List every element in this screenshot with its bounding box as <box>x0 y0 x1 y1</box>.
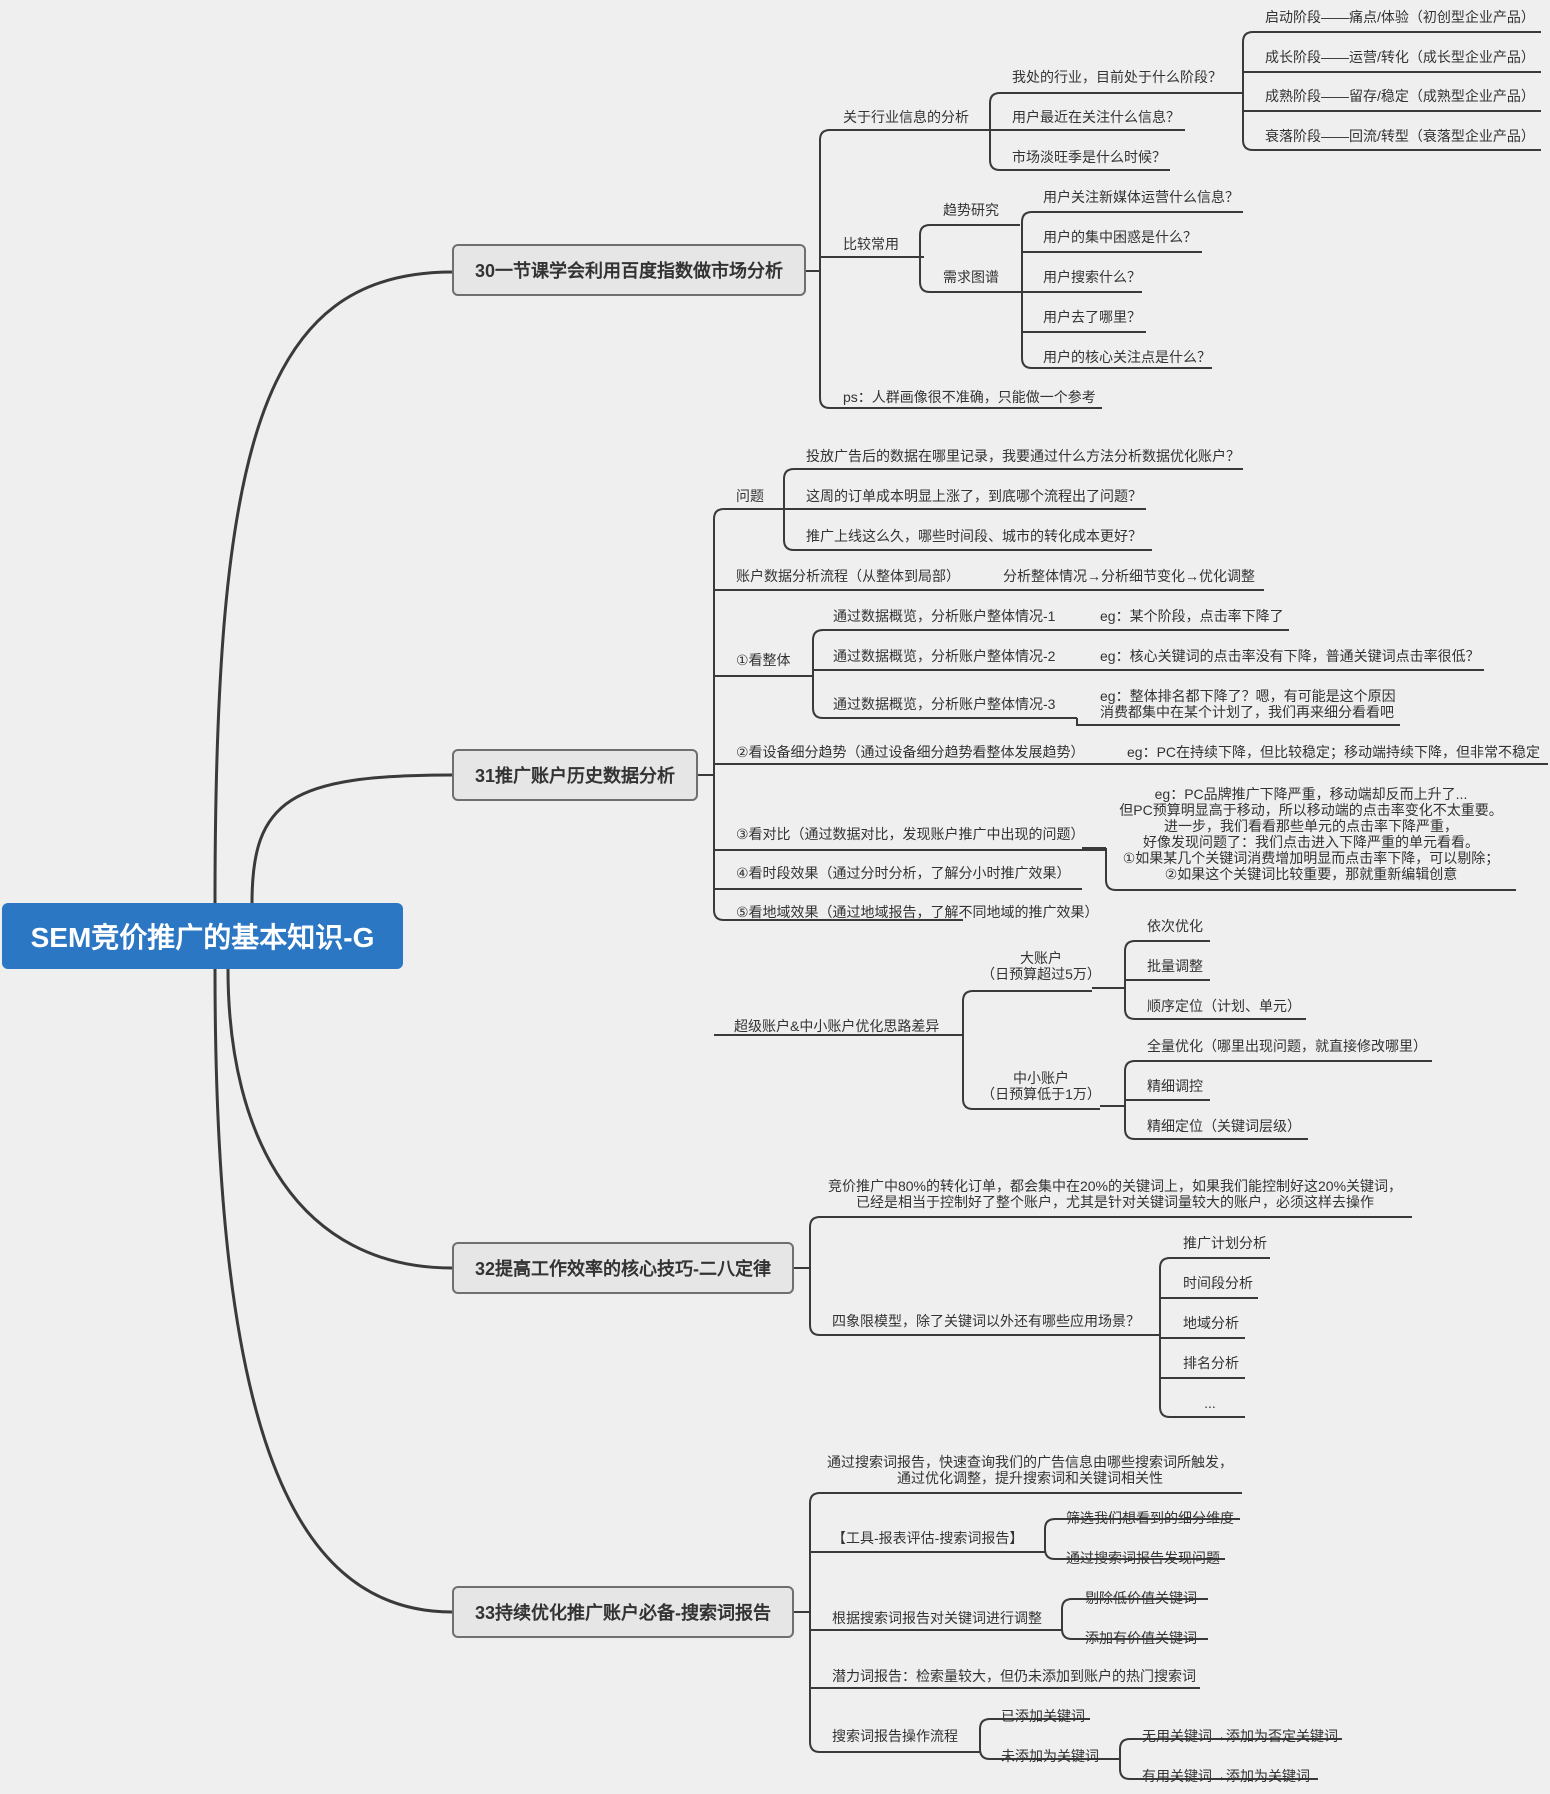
node-whole-3-eg-line2[interactable]: 消费都集中在某个计划了，我们再来细分看看吧 <box>1100 704 1394 720</box>
node-tool-2[interactable]: 通过搜索词报告发现问题 <box>1066 1550 1220 1566</box>
node-small-1[interactable]: 全量优化（哪里出现问题，就直接修改哪里） <box>1147 1038 1427 1054</box>
node-quadrant-5[interactable]: ... <box>1204 1395 1216 1411</box>
node-compare-eg-3[interactable]: 进一步，我们看看那些单元的点击率下降严重， <box>1164 818 1458 834</box>
node-big-1[interactable]: 依次优化 <box>1147 918 1203 934</box>
node-whole-1-eg[interactable]: eg：某个阶段，点击率下降了 <box>1100 608 1284 624</box>
node-trend-research[interactable]: 趋势研究 <box>943 202 999 218</box>
node-stage-decline[interactable]: 衰落阶段——回流/转型（衰落型企业产品） <box>1265 128 1535 144</box>
node-compare-eg-5[interactable]: ①如果某几个关键词消费增加明显而点击率下降，可以剔除； <box>1122 850 1500 866</box>
node-whole-3-eg-line1[interactable]: eg：整体排名都下降了？嗯，有可能是这个原因 <box>1100 688 1396 704</box>
node-look-whole[interactable]: ①看整体 <box>736 652 791 668</box>
node-small-3[interactable]: 精细定位（关键词层级） <box>1147 1118 1301 1134</box>
node-adjust-1[interactable]: 剔除低价值关键词 <box>1085 1590 1197 1606</box>
node-not-added-1[interactable]: 无用关键词→添加为否定关键词 <box>1142 1728 1338 1744</box>
node-big-2[interactable]: 批量调整 <box>1147 958 1203 974</box>
node-adjust-keywords[interactable]: 根据搜索词报告对关键词进行调整 <box>832 1610 1042 1626</box>
topic-33[interactable]: 33持续优化推广账户必备-搜索词报告 <box>452 1586 794 1638</box>
node-device-trend[interactable]: ②看设备细分趋势（通过设备细分趋势看整体发展趋势） <box>736 744 1085 760</box>
node-quadrant-4[interactable]: 排名分析 <box>1183 1355 1239 1371</box>
node-ps-note[interactable]: ps：人群画像很不准确，只能做一个参考 <box>843 389 1096 405</box>
node-stage-mature[interactable]: 成熟阶段——留存/稳定（成熟型企业产品） <box>1265 88 1535 104</box>
node-region-effect[interactable]: ⑤看地域效果（通过地域报告，了解不同地域的推广效果） <box>736 904 1099 920</box>
node-analysis-flow-detail[interactable]: 分析整体情况→分析细节变化→优化调整 <box>1003 568 1255 584</box>
topic-32[interactable]: 32提高工作效率的核心技巧-二八定律 <box>452 1242 794 1294</box>
node-demand-3[interactable]: 用户搜索什么？ <box>1043 269 1141 285</box>
node-search-report-intro-1[interactable]: 通过搜索词报告，快速查询我们的广告信息由哪些搜索词所触发， <box>827 1454 1233 1470</box>
node-whole-1[interactable]: 通过数据概览，分析账户整体情况-1 <box>833 608 1056 624</box>
node-quadrant-1[interactable]: 推广计划分析 <box>1183 1235 1267 1251</box>
node-demand-4[interactable]: 用户去了哪里？ <box>1043 309 1141 325</box>
node-quadrant-model[interactable]: 四象限模型，除了关键词以外还有哪些应用场景？ <box>832 1313 1140 1329</box>
root-node[interactable]: SEM竞价推广的基本知识-G <box>2 903 403 969</box>
node-demand-1[interactable]: 用户关注新媒体运营什么信息？ <box>1043 189 1239 205</box>
topic-30[interactable]: 30一节课学会利用百度指数做市场分析 <box>452 244 806 296</box>
node-whole-2-eg[interactable]: eg：核心关键词的点击率没有下降，普通关键词点击率很低？ <box>1100 648 1480 664</box>
node-whole-3[interactable]: 通过数据概览，分析账户整体情况-3 <box>833 696 1056 712</box>
node-compare-eg-1[interactable]: eg：PC品牌推广下降严重，移动端却反而上升了... <box>1154 786 1468 802</box>
node-commonly-used[interactable]: 比较常用 <box>843 236 899 252</box>
node-compare[interactable]: ③看对比（通过数据对比，发现账户推广中出现的问题） <box>736 826 1085 842</box>
node-big-3[interactable]: 顺序定位（计划、单元） <box>1147 998 1301 1014</box>
node-stage-startup[interactable]: 启动阶段——痛点/体验（初创型企业产品） <box>1265 9 1535 25</box>
topic-31[interactable]: 31推广账户历史数据分析 <box>452 749 698 801</box>
node-potential-report[interactable]: 潜力词报告：检索量较大，但仍未添加到账户的热门搜索词 <box>832 1668 1196 1684</box>
node-tool-1[interactable]: 筛选我们想看到的细分维度 <box>1066 1510 1234 1526</box>
node-big-account[interactable]: 大账户 <box>1020 950 1062 966</box>
node-compare-eg-4[interactable]: 好像发现问题了：我们点击进入下降严重的单元看看。 <box>1143 834 1479 850</box>
node-adjust-2[interactable]: 添加有价值关键词 <box>1085 1630 1197 1646</box>
node-compare-eg-6[interactable]: ②如果这个关键词比较重要，那就重新编辑创意 <box>1164 866 1458 882</box>
node-industry-stage-question[interactable]: 我处的行业，目前处于什么阶段？ <box>1012 69 1222 85</box>
node-whole-2[interactable]: 通过数据概览，分析账户整体情况-2 <box>833 648 1056 664</box>
node-account-diff[interactable]: 超级账户&中小账户优化思路差异 <box>734 1018 940 1034</box>
node-device-trend-eg[interactable]: eg：PC在持续下降，但比较稳定；移动端持续下降，但非常不稳定 <box>1127 744 1541 760</box>
node-compare-eg-2[interactable]: 但PC预算明显高于移动，所以移动端的点击率变化不太重要。 <box>1119 802 1503 818</box>
node-pareto-rule-1[interactable]: 竞价推广中80%的转化订单，都会集中在20%的关键词上，如果我们能控制好这20%… <box>827 1178 1403 1194</box>
node-small-2[interactable]: 精细调控 <box>1147 1078 1203 1094</box>
node-time-effect[interactable]: ④看时段效果（通过分时分析，了解分小时推广效果） <box>736 865 1071 881</box>
node-tool-path[interactable]: 【工具-报表评估-搜索词报告】 <box>832 1530 1024 1546</box>
node-demand-2[interactable]: 用户的集中困惑是什么？ <box>1043 229 1197 245</box>
node-quadrant-2[interactable]: 时间段分析 <box>1183 1275 1253 1291</box>
node-stage-growth[interactable]: 成长阶段——运营/转化（成长型企业产品） <box>1265 49 1535 65</box>
node-process[interactable]: 搜索词报告操作流程 <box>832 1728 958 1744</box>
node-big-account-budget[interactable]: （日预算超过5万） <box>981 966 1101 982</box>
node-search-report-intro-2[interactable]: 通过优化调整，提升搜索词和关键词相关性 <box>897 1470 1163 1486</box>
node-quadrant-3[interactable]: 地域分析 <box>1183 1315 1239 1331</box>
node-problem-3[interactable]: 推广上线这么久，哪些时间段、城市的转化成本更好？ <box>806 528 1142 544</box>
node-pareto-rule-2[interactable]: 已经是相当于控制好了整个账户，尤其是针对关键词量较大的账户，必须这样去操作 <box>856 1194 1374 1210</box>
node-not-added-keywords[interactable]: 未添加为关键词 <box>1001 1748 1099 1764</box>
node-small-account[interactable]: 中小账户 <box>1013 1070 1069 1086</box>
node-problem[interactable]: 问题 <box>736 488 764 504</box>
node-added-keywords[interactable]: 已添加关键词 <box>1001 1708 1085 1724</box>
node-small-account-budget[interactable]: （日预算低于1万） <box>981 1086 1101 1102</box>
node-analysis-flow[interactable]: 账户数据分析流程（从整体到局部） <box>736 568 960 584</box>
node-demand-5[interactable]: 用户的核心关注点是什么？ <box>1043 349 1211 365</box>
node-problem-1[interactable]: 投放广告后的数据在哪里记录，我要通过什么方法分析数据优化账户？ <box>806 448 1240 464</box>
node-not-added-2[interactable]: 有用关键词→添加为关键词 <box>1142 1768 1310 1784</box>
node-problem-2[interactable]: 这周的订单成本明显上涨了，到底哪个流程出了问题？ <box>806 488 1142 504</box>
node-industry-analysis[interactable]: 关于行业信息的分析 <box>843 109 969 125</box>
node-user-info-question[interactable]: 用户最近在关注什么信息？ <box>1012 109 1180 125</box>
node-season-question[interactable]: 市场淡旺季是什么时候？ <box>1012 149 1166 165</box>
node-demand-graph[interactable]: 需求图谱 <box>943 269 999 285</box>
